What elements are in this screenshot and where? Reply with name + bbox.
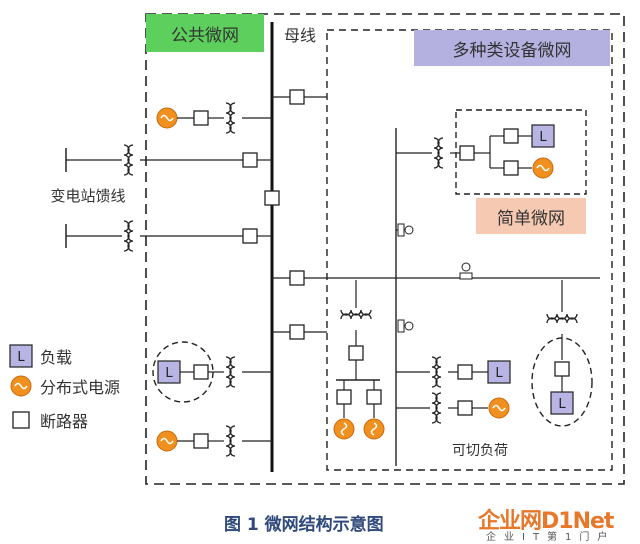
legend-generator-label: 分布式电源	[40, 378, 121, 397]
switchable-load-label: 可切负荷	[452, 443, 508, 459]
svg-text:L: L	[495, 366, 503, 381]
feeder-1	[65, 144, 272, 176]
public-load-branch: L	[152, 341, 272, 403]
switchable-generator-branch	[396, 392, 510, 424]
substation-feeder-label: 变电站馈线	[50, 186, 126, 205]
multi-device-label-bg	[414, 30, 610, 66]
legend-load-symbol: L	[17, 350, 25, 365]
bus-tie-bottom	[272, 324, 327, 340]
feeder-2-breaker	[242, 228, 258, 244]
inner-switch-1	[396, 223, 414, 237]
multi-device-microgrid-frame	[326, 29, 613, 471]
figure-caption: 图 1 微网结构示意图	[224, 515, 384, 535]
feeder-1-breaker	[242, 152, 258, 168]
public-generator-branch-top	[156, 102, 272, 134]
legend-breaker-label: 断路器	[40, 412, 89, 431]
feeder-2	[65, 220, 272, 252]
legend-breaker-icon	[12, 411, 30, 429]
bus-tie-middle	[272, 270, 600, 286]
legend-load-icon: L	[9, 344, 33, 368]
vertical-generator-pair	[333, 280, 385, 440]
bus-tie-top	[272, 89, 327, 105]
watermark-sub: 企业IT第1门户	[486, 532, 616, 543]
bus-breaker	[264, 190, 280, 206]
svg-text:L: L	[165, 366, 173, 381]
right-load-branch: L	[531, 280, 593, 427]
inner-switch-2	[397, 319, 414, 333]
svg-text:L: L	[558, 397, 566, 412]
watermark-brand: 企业网D1Net	[478, 509, 614, 534]
simple-microgrid-frame	[455, 109, 587, 195]
public-microgrid-frame	[145, 13, 625, 485]
multi-device-microgrid-label: 多种类设备微网	[452, 40, 572, 61]
switchable-load-branch: L	[396, 356, 511, 388]
simple-microgrid-link: L	[396, 124, 555, 179]
horizontal-switch	[459, 262, 473, 280]
svg-text:L: L	[539, 130, 547, 145]
public-generator-branch-bottom	[156, 425, 272, 457]
bus-label: 母线	[283, 26, 316, 45]
public-microgrid-label-bg	[146, 14, 264, 52]
simple-microgrid-label-bg	[476, 198, 586, 234]
legend-generator-icon	[10, 375, 32, 397]
public-microgrid-label: 公共微网	[171, 25, 239, 46]
simple-microgrid-label: 简单微网	[497, 208, 565, 229]
legend-load-label: 负载	[40, 348, 73, 367]
